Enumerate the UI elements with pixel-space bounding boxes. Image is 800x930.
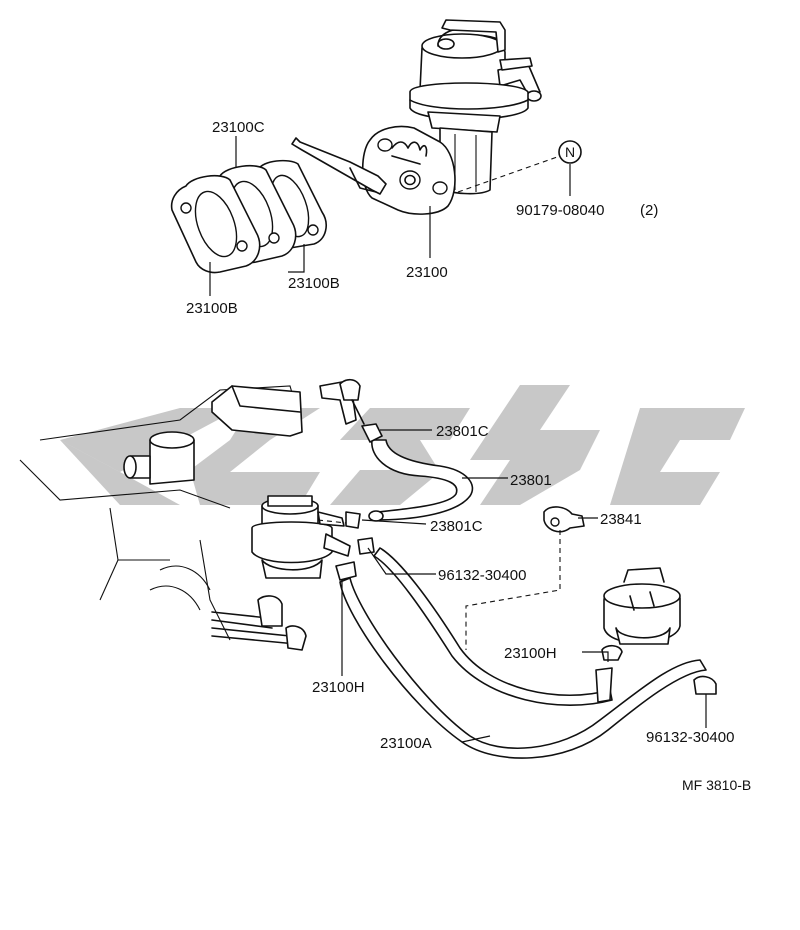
leader-lines xyxy=(209,136,707,743)
callout-23100c: 23100C xyxy=(212,119,265,136)
callout-23100h-left: 23100H xyxy=(312,679,365,696)
callout-90179-08040: 90179-08040 xyxy=(516,202,604,219)
hoses xyxy=(335,399,717,759)
callout-96132-30400-left: 96132-30400 xyxy=(438,567,526,584)
callout-23100h-right: 23100H xyxy=(504,645,557,662)
callout-23801c-bottom: 23801C xyxy=(430,518,483,535)
callout-23100: 23100 xyxy=(406,264,448,281)
callout-23100b-left: 23100B xyxy=(186,300,238,317)
n-marker-label: N xyxy=(565,144,575,160)
fuel-filter xyxy=(603,567,681,645)
callout-23100a: 23100A xyxy=(380,735,432,752)
engine-outline xyxy=(19,378,361,651)
callout-23841: 23841 xyxy=(600,511,642,528)
diagram-code: MF 3810-B xyxy=(682,777,751,793)
callout-23100b-right: 23100B xyxy=(288,275,340,292)
lower-fuel-pump xyxy=(251,495,357,579)
callout-23801: 23801 xyxy=(510,472,552,489)
callout-labels: 23100C 23100B 23100B 23100 90179-08040 (… xyxy=(186,119,751,793)
callout-90179-qty: (2) xyxy=(640,202,658,219)
gasket-set xyxy=(170,159,327,274)
callout-96132-30400-right: 96132-30400 xyxy=(646,729,734,746)
callout-23801c-top: 23801C xyxy=(436,423,489,440)
fuel-pump-assembly xyxy=(291,19,561,215)
n-marker: N xyxy=(558,140,582,164)
